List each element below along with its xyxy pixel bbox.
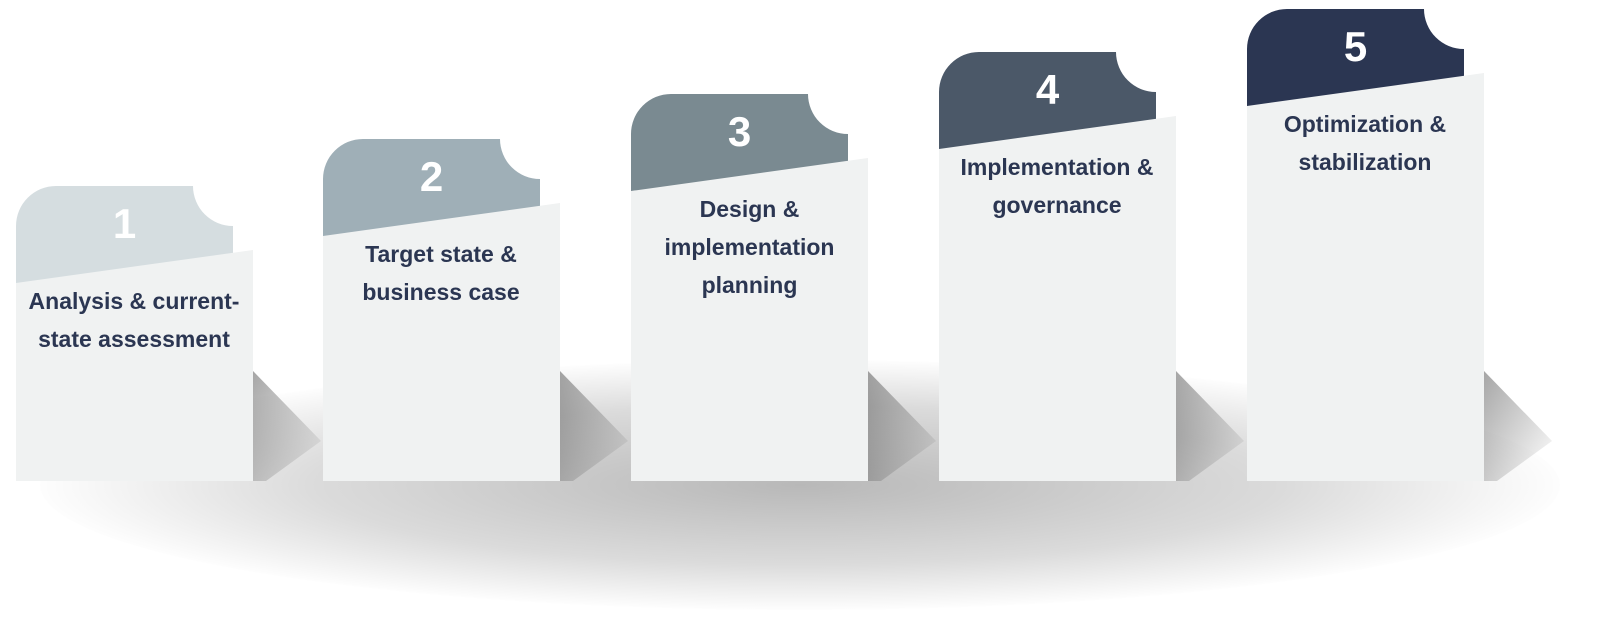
card-shape (1247, 9, 1552, 481)
step-body (631, 158, 868, 481)
step-card-4: 4 Implementation & governance (939, 52, 1244, 481)
card-shape (939, 52, 1244, 481)
card-shape (323, 139, 628, 481)
step-label: Analysis & current-state assessment (28, 288, 240, 352)
step-body (939, 116, 1176, 481)
card-shape (16, 186, 321, 481)
card-drop-shadow (1176, 371, 1244, 481)
step-card-2: 2 Target state & business case (323, 139, 628, 481)
step-body (323, 203, 560, 481)
step-card-5: 5 Optimization & stabilization (1247, 9, 1552, 481)
step-label: Optimization & stabilization (1283, 111, 1447, 175)
card-drop-shadow (560, 371, 628, 481)
step-label: Target state & business case (362, 241, 520, 305)
card-drop-shadow (253, 371, 321, 481)
step-label: Design & implementation planning (664, 196, 835, 298)
card-drop-shadow (1484, 371, 1552, 481)
step-body (16, 250, 253, 481)
step-number: 4 (1035, 66, 1060, 113)
step-body (1247, 73, 1484, 481)
step-card-3: 3 Design & implementation planning (631, 94, 936, 481)
card-shape (631, 94, 936, 481)
step-number: 2 (419, 153, 444, 200)
step-number: 1 (112, 200, 137, 247)
step-label: Implementation & governance (960, 154, 1154, 218)
step-number: 3 (727, 108, 752, 155)
step-number: 5 (1343, 23, 1368, 70)
card-drop-shadow (868, 371, 936, 481)
step-card-1: 1 Analysis & current-state assessment (16, 186, 321, 481)
